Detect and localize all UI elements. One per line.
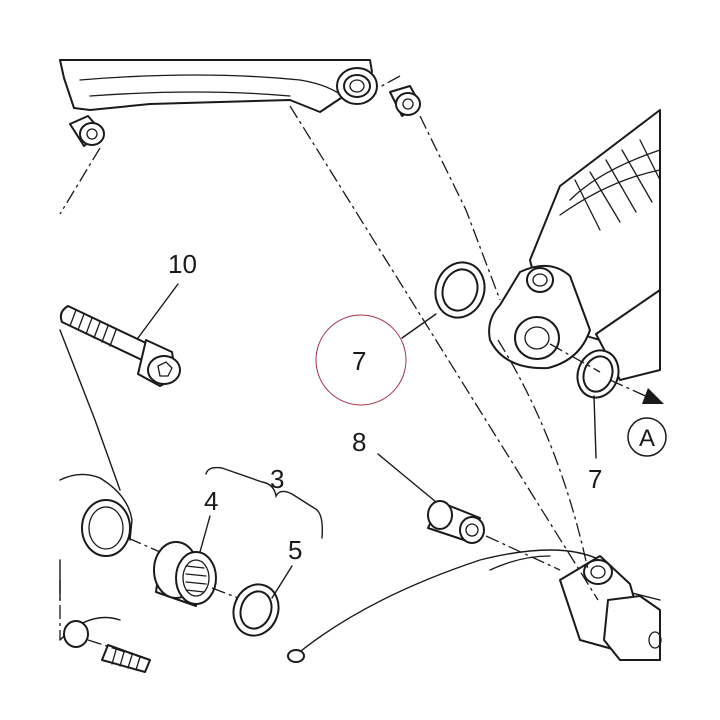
lower-bolt-stub (101, 644, 151, 673)
group-3-bracket (205, 466, 324, 539)
svg-text:A: A (639, 425, 655, 452)
shock-eye (488, 265, 591, 370)
needle-bearing-4 (153, 541, 217, 607)
callout-10: 10 (168, 249, 197, 279)
frame-bushing-top (336, 67, 378, 105)
callout-7-center: 7 (352, 346, 366, 376)
callout-5: 5 (288, 535, 302, 565)
washer-7-left (434, 261, 486, 319)
left-frame-member (59, 329, 133, 648)
spacer-8 (427, 500, 485, 544)
spacer-sleeve-top-right (389, 85, 421, 117)
assembly-axes (59, 75, 601, 661)
callout-8: 8 (352, 427, 366, 457)
leader-lines (137, 283, 597, 599)
spacer-sleeve-top-left (69, 115, 105, 147)
washer-7-right (576, 349, 620, 399)
callout-3: 3 (270, 464, 284, 494)
view-marker-a: A (627, 417, 667, 457)
view-a-arrow (609, 379, 664, 404)
highlight-circle (315, 314, 407, 406)
callout-4: 4 (204, 486, 218, 516)
callout-7-right: 7 (588, 464, 602, 494)
ring-5 (232, 583, 280, 637)
bolt-10 (59, 305, 181, 387)
lower-link (287, 549, 662, 663)
upper-frame-arm (59, 59, 373, 113)
